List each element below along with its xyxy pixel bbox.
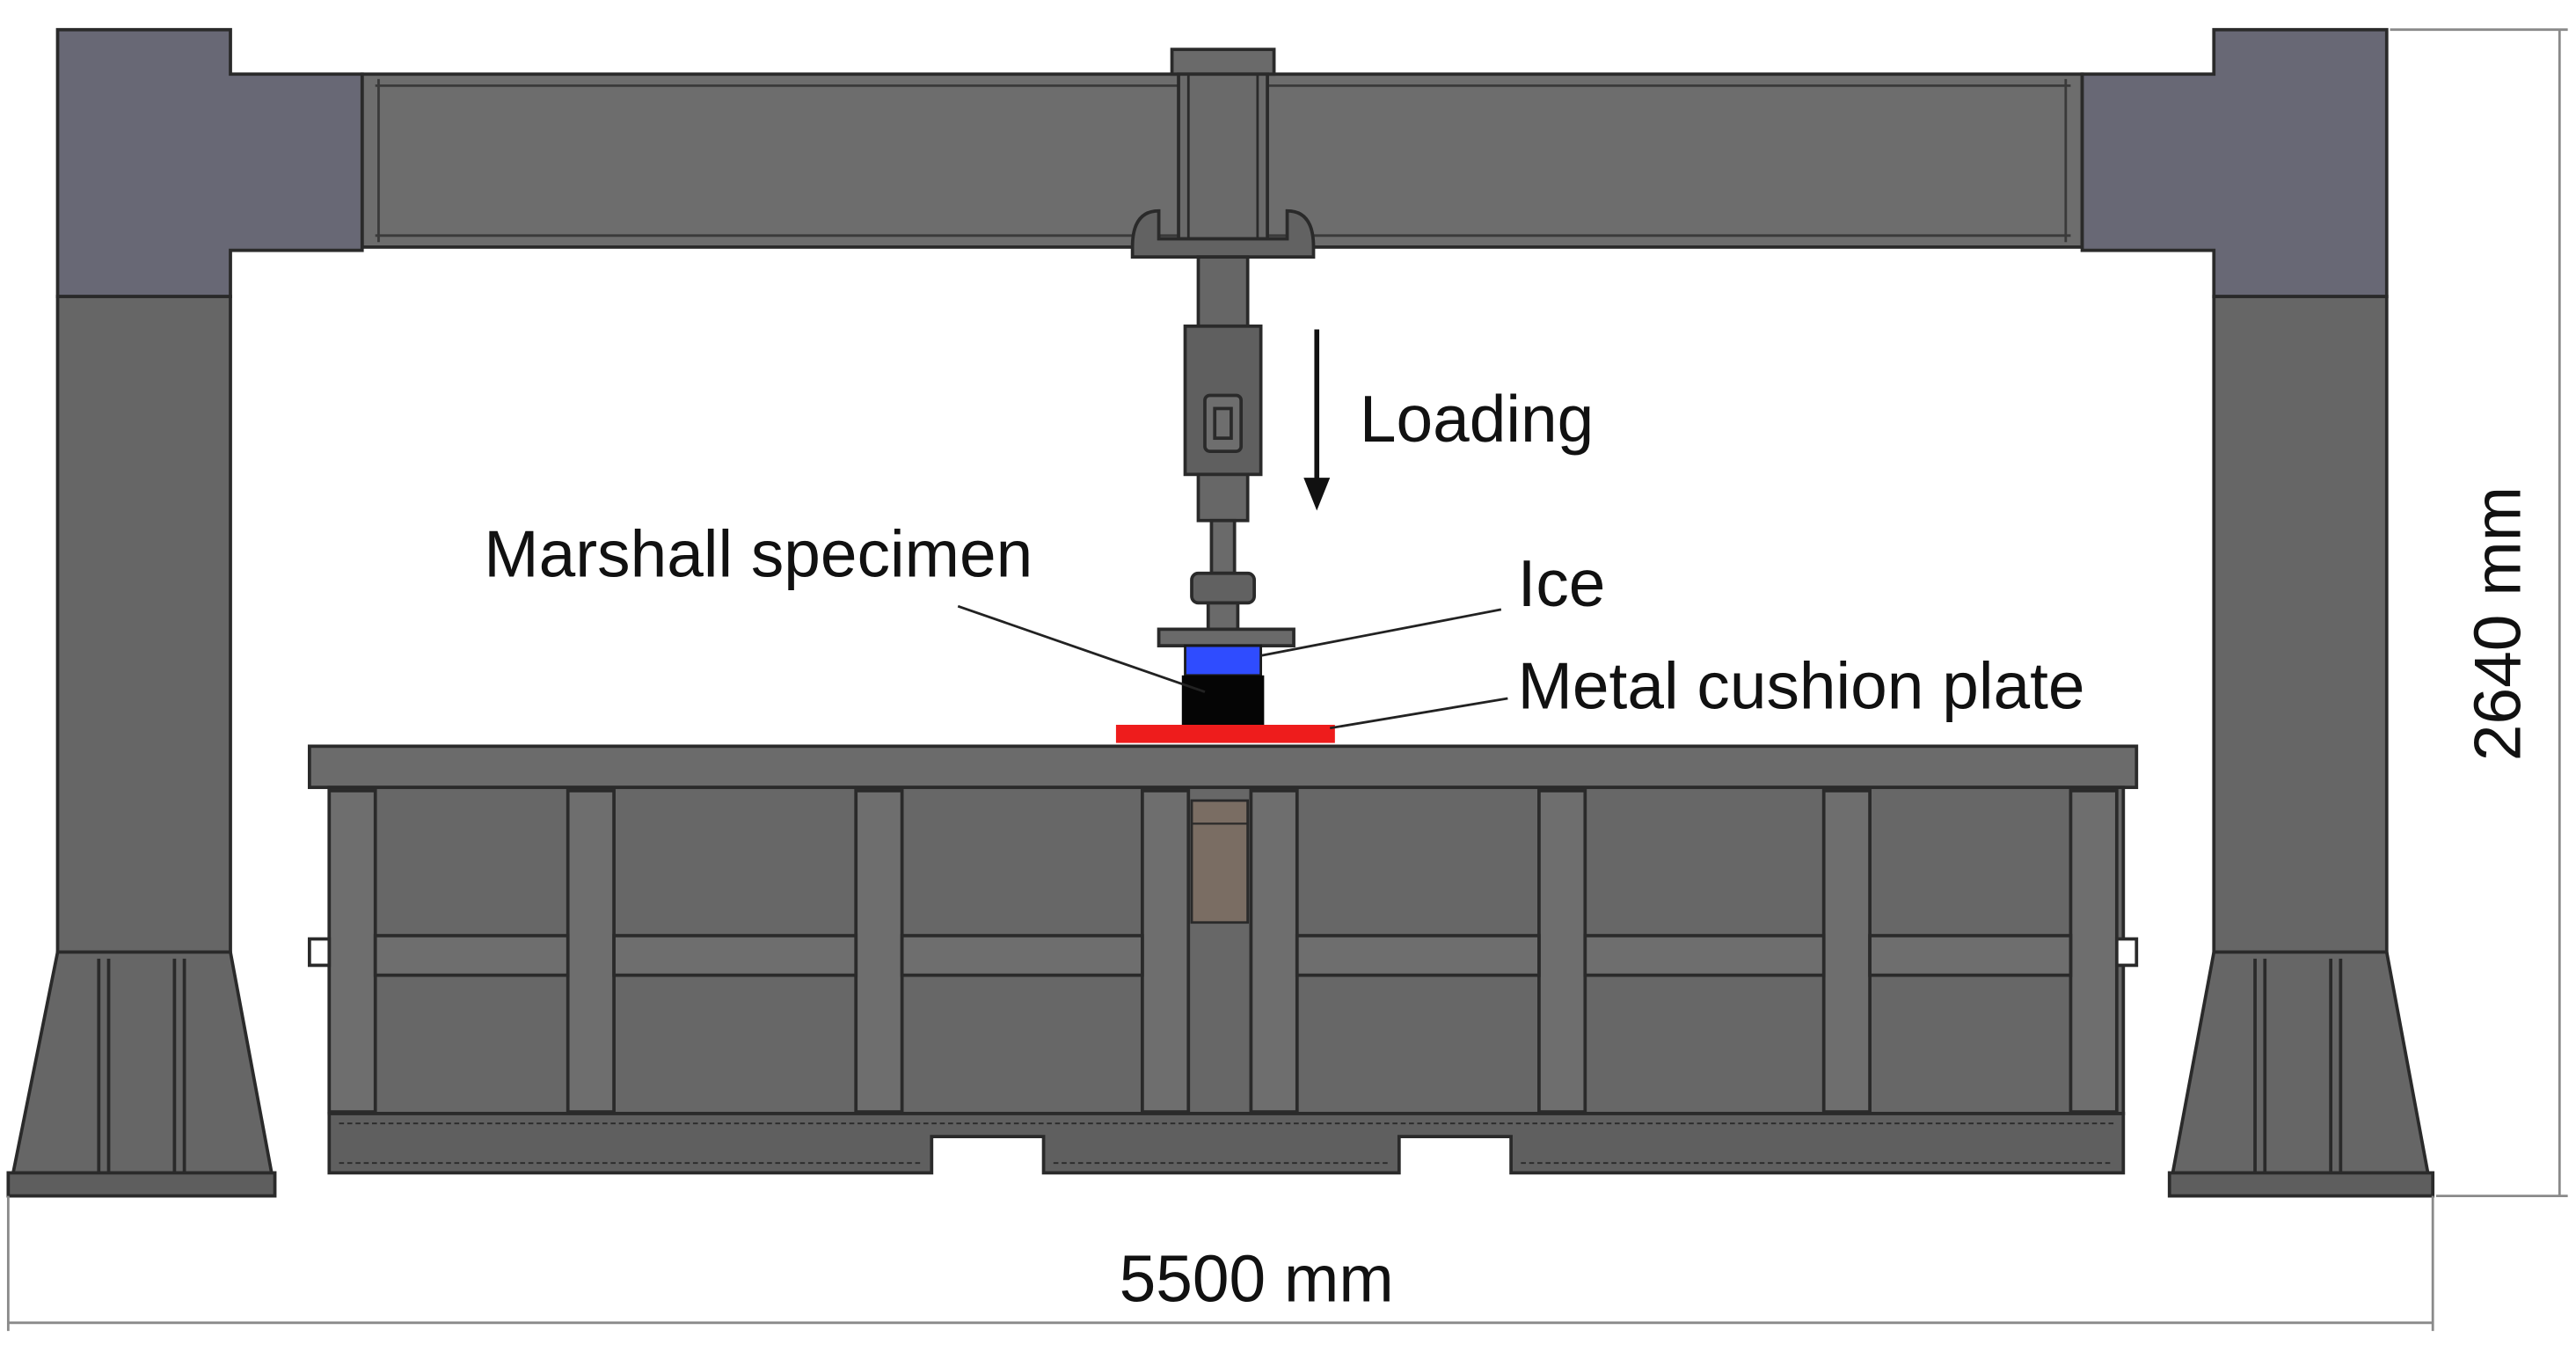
observation-window — [1190, 799, 1250, 924]
hydraulic-actuator — [1130, 47, 1316, 647]
width-dimension-label: 5500 mm — [1120, 1241, 1394, 1315]
left-column — [6, 27, 364, 1198]
loading-arrow — [1303, 329, 1331, 511]
marshall-specimen — [1181, 675, 1265, 725]
ice-label: Ice — [1518, 546, 1606, 620]
marshall-specimen-label: Marshall specimen — [484, 516, 1033, 590]
right-column — [2080, 27, 2435, 1198]
metal-cushion-plate — [1115, 725, 1335, 743]
height-dimension-label: 2640 mm — [2460, 486, 2534, 761]
dimension-lines — [6, 28, 2568, 1332]
ice-layer — [1184, 644, 1263, 677]
leader-lines — [957, 604, 1508, 730]
test-box — [307, 744, 2139, 1175]
leader-ice — [1260, 608, 1502, 657]
leader-metal-cushion-plate — [1329, 697, 1508, 730]
leader-marshall-specimen — [957, 604, 1206, 693]
metal-cushion-plate-label: Metal cushion plate — [1518, 648, 2085, 722]
loading-label: Loading — [1360, 382, 1594, 456]
specimen-stack — [1115, 644, 1335, 743]
